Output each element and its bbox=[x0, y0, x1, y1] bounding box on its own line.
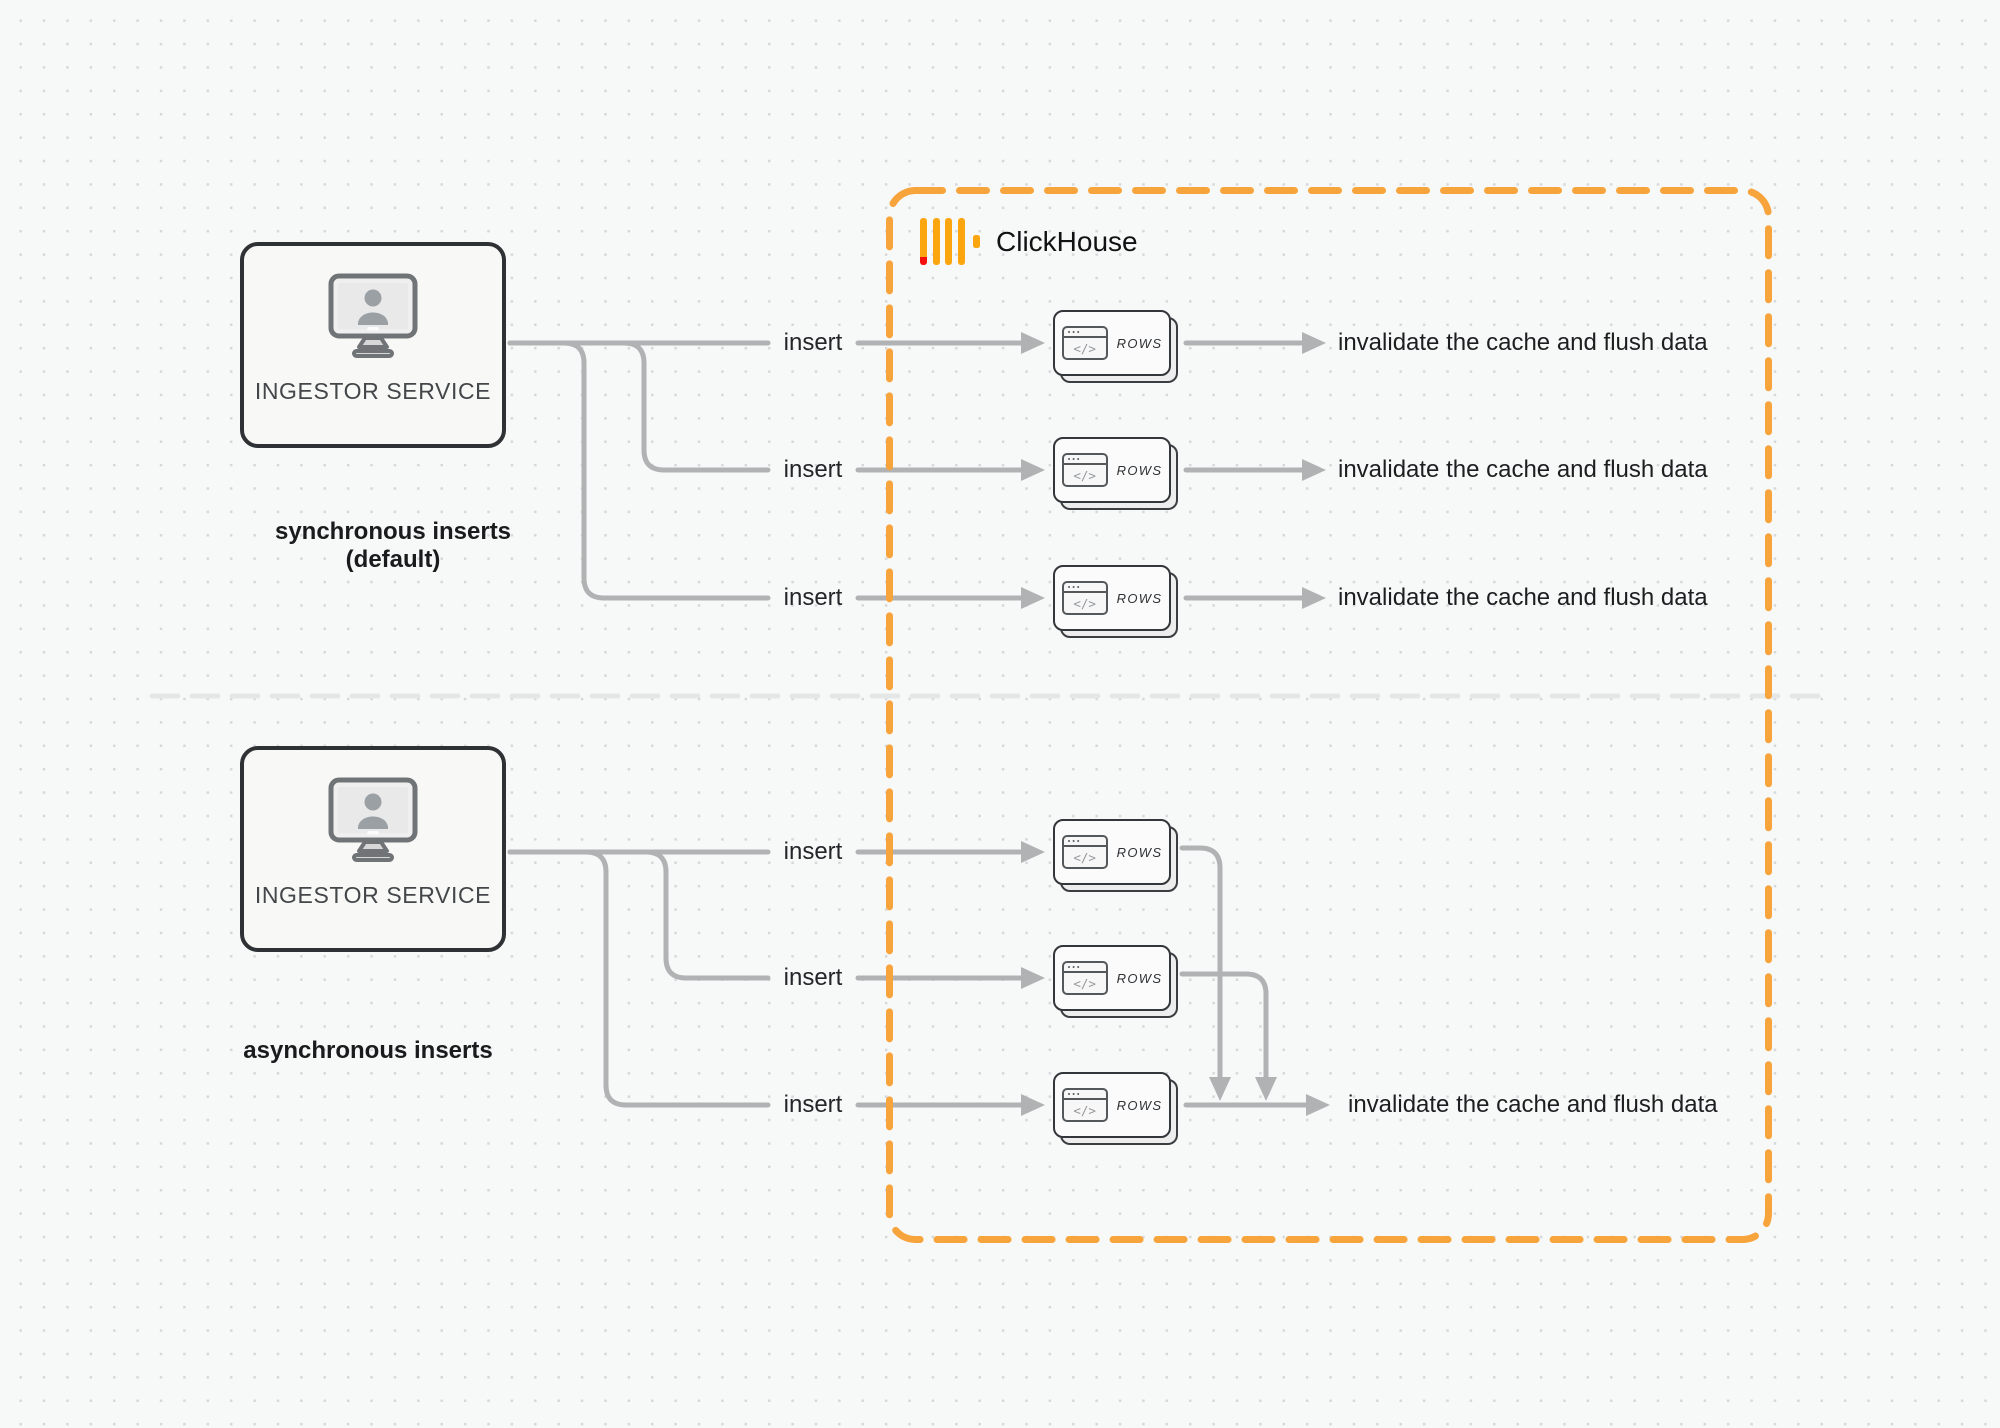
code-window-icon: </> bbox=[1061, 961, 1108, 995]
rows-node: </> ROWS bbox=[1053, 310, 1178, 383]
code-window-icon: </> bbox=[1061, 581, 1108, 615]
rows-node-label: ROWS bbox=[1116, 1097, 1163, 1113]
clickhouse-cluster-boundary bbox=[886, 187, 1772, 1243]
ingestor-service-box-sync: INGESTOR SERVICE bbox=[240, 242, 506, 448]
arrowhead-async-row3-in bbox=[1021, 1094, 1045, 1116]
arrowhead-async-merge1-down bbox=[1209, 1077, 1231, 1101]
result-label: invalidate the cache and flush data bbox=[1338, 329, 1708, 356]
window-dots-icon bbox=[1067, 330, 1071, 334]
arrowheads-group bbox=[1021, 332, 1330, 1116]
rows-node-front-card: </> ROWS bbox=[1053, 565, 1171, 631]
rows-node: </> ROWS bbox=[1053, 437, 1178, 510]
window-dots-icon bbox=[1067, 965, 1071, 969]
rows-node: </> ROWS bbox=[1053, 945, 1178, 1018]
insert-label: insert bbox=[783, 456, 843, 483]
code-window-icon: </> bbox=[1061, 326, 1108, 360]
result-label: invalidate the cache and flush data bbox=[1348, 1091, 1718, 1118]
window-dots-icon bbox=[1067, 457, 1071, 461]
rows-node-front-card: </> ROWS bbox=[1053, 437, 1171, 503]
arrowhead-sync-row1-out bbox=[1302, 332, 1326, 354]
rows-node-label: ROWS bbox=[1116, 462, 1163, 478]
code-glyph: </> bbox=[1073, 1102, 1096, 1118]
rows-node-label: ROWS bbox=[1116, 590, 1163, 606]
ingestor-service-box-async: INGESTOR SERVICE bbox=[240, 746, 506, 952]
window-dots-icon bbox=[1067, 1092, 1071, 1096]
clickhouse-header: ClickHouse bbox=[920, 218, 1138, 265]
code-glyph: </> bbox=[1073, 467, 1096, 483]
result-label: invalidate the cache and flush data bbox=[1338, 584, 1708, 611]
window-dots-icon bbox=[1067, 585, 1071, 589]
code-window-icon: </> bbox=[1061, 453, 1108, 487]
rows-node-front-card: </> ROWS bbox=[1053, 819, 1171, 885]
wire-async-merge2 bbox=[1179, 971, 1269, 1081]
code-glyph: </> bbox=[1073, 849, 1096, 865]
insert-label: insert bbox=[783, 584, 843, 611]
clickhouse-logo-icon bbox=[920, 218, 980, 265]
arrowhead-async-row1-in bbox=[1021, 841, 1045, 863]
rows-node-label: ROWS bbox=[1116, 970, 1163, 986]
user-workstation-icon bbox=[328, 273, 418, 358]
insert-label: insert bbox=[783, 964, 843, 991]
rows-node-front-card: </> ROWS bbox=[1053, 945, 1171, 1011]
wire-async-row3 bbox=[507, 849, 771, 1108]
rows-node: </> ROWS bbox=[1053, 565, 1178, 638]
arrowhead-sync-row1-in bbox=[1021, 332, 1045, 354]
arrowhead-async-out bbox=[1306, 1094, 1330, 1116]
rows-node: </> ROWS bbox=[1053, 1072, 1178, 1145]
rows-node-label: ROWS bbox=[1116, 335, 1163, 351]
rows-node-front-card: </> ROWS bbox=[1053, 310, 1171, 376]
async-caption: asynchronous inserts bbox=[243, 1037, 493, 1064]
rows-node-front-card: </> ROWS bbox=[1053, 1072, 1171, 1138]
arrowhead-sync-row2-in bbox=[1021, 459, 1045, 481]
rows-node: </> ROWS bbox=[1053, 819, 1178, 892]
code-glyph: </> bbox=[1073, 340, 1096, 356]
insert-label: insert bbox=[783, 1091, 843, 1118]
window-dots-icon bbox=[1067, 839, 1071, 843]
wire-async-merge1 bbox=[1179, 845, 1223, 1081]
code-window-icon: </> bbox=[1061, 835, 1108, 869]
arrowhead-sync-row3-out bbox=[1302, 587, 1326, 609]
code-glyph: </> bbox=[1073, 975, 1096, 991]
arrowhead-async-merge2-down bbox=[1255, 1077, 1277, 1101]
service-label: INGESTOR SERVICE bbox=[254, 378, 492, 404]
arrowhead-async-row2-in bbox=[1021, 967, 1045, 989]
arrowhead-sync-row2-out bbox=[1302, 459, 1326, 481]
wire-sync-row2 bbox=[507, 340, 771, 473]
code-glyph: </> bbox=[1073, 595, 1096, 611]
wire-async-row2 bbox=[507, 849, 771, 981]
clickhouse-brand-name: ClickHouse bbox=[996, 225, 1138, 257]
result-label: invalidate the cache and flush data bbox=[1338, 456, 1708, 483]
user-workstation-icon bbox=[328, 777, 418, 862]
code-window-icon: </> bbox=[1061, 1088, 1108, 1122]
insert-label: insert bbox=[783, 329, 843, 356]
wires-group bbox=[507, 340, 1309, 1108]
service-label: INGESTOR SERVICE bbox=[254, 882, 492, 908]
insert-label: insert bbox=[783, 838, 843, 865]
rows-node-label: ROWS bbox=[1116, 844, 1163, 860]
wire-sync-row3 bbox=[507, 340, 771, 601]
arrowhead-sync-row3-in bbox=[1021, 587, 1045, 609]
sync-caption: synchronous inserts (default) bbox=[274, 518, 512, 573]
